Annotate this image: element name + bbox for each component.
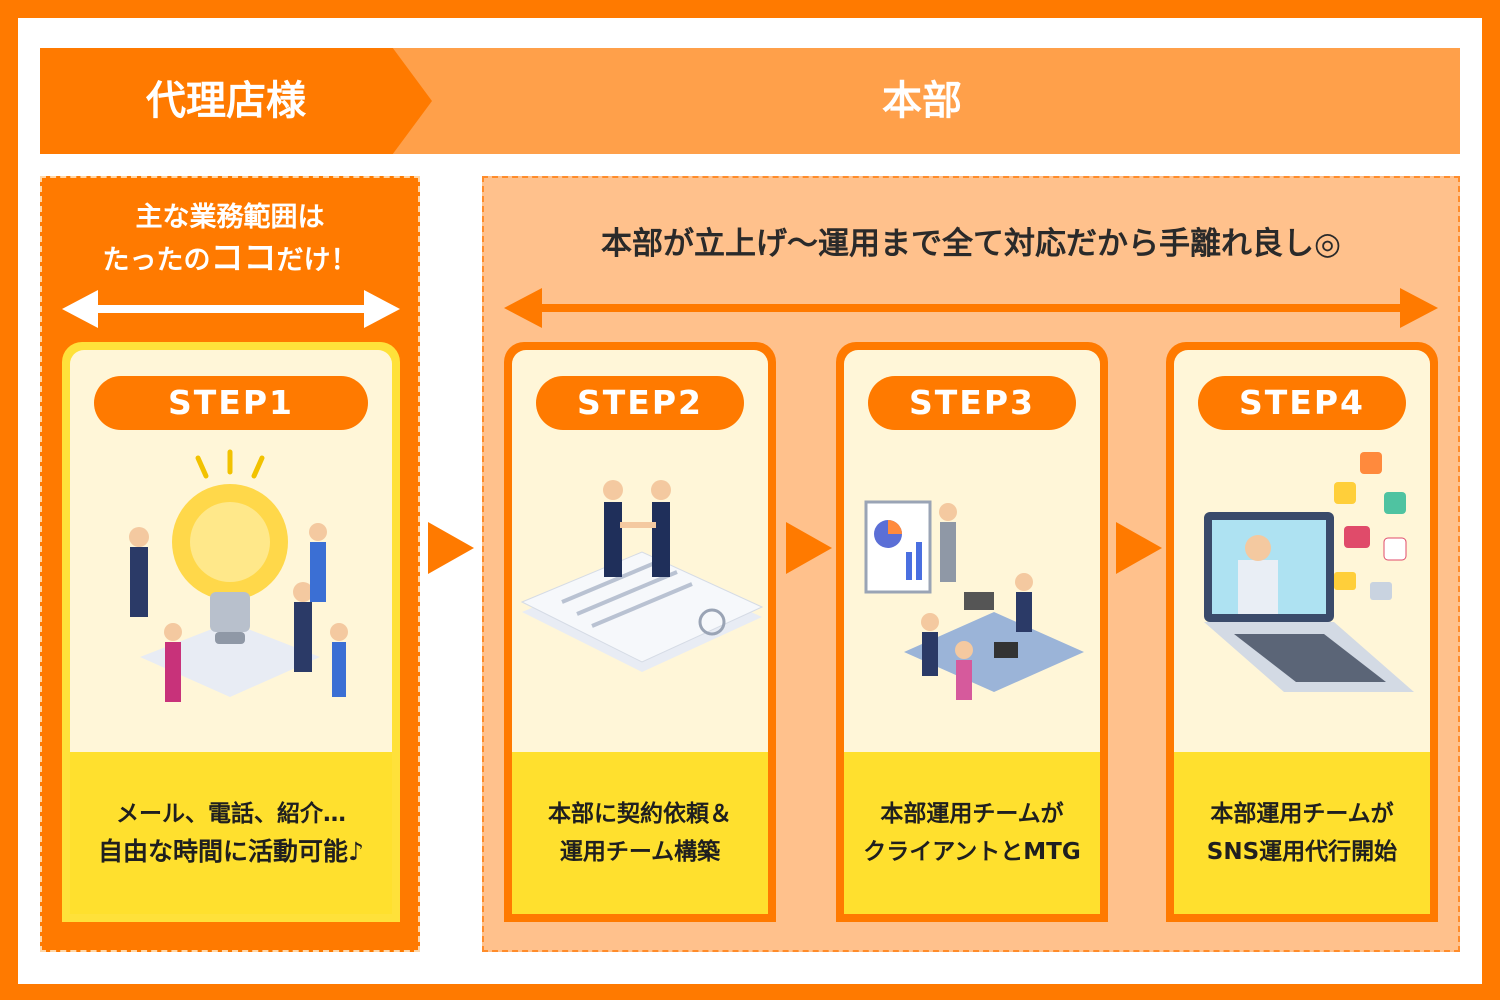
step4-card-body: STEP4 本部運用チームが SNS運用代行開始 bbox=[1174, 350, 1430, 914]
handshake-contract-icon bbox=[520, 480, 764, 672]
double-arrow-icon bbox=[62, 290, 400, 328]
step2-description-line1: 本部に契約依頼＆ bbox=[548, 801, 732, 827]
step2-badge: STEP2 bbox=[536, 376, 744, 430]
step1-description-line1: メール、電話、紹介… bbox=[116, 801, 346, 827]
step4-card: STEP4 本部運用チームが SNS運用代行開始 bbox=[1166, 342, 1438, 922]
headquarters-title: 本部が立上げ〜運用まで全て対応だから手離れ良し◎ bbox=[600, 226, 1342, 262]
step2-card: STEP2 本部に契約依頼＆ 運用チーム構築 bbox=[504, 342, 776, 922]
step2-description: 本部に契約依頼＆ 運用チーム構築 bbox=[512, 752, 768, 914]
step1-description-line2: 自由な時間に活動可能♪ bbox=[98, 837, 364, 866]
step1-description: メール、電話、紹介… 自由な時間に活動可能♪ bbox=[70, 752, 392, 914]
header-bar-agency bbox=[40, 48, 432, 154]
step4-description-line2: SNS運用代行開始 bbox=[1206, 839, 1398, 865]
step3-badge: STEP3 bbox=[868, 376, 1076, 430]
step3-card-body: STEP3 本部運用チームが クライアントとMTG bbox=[844, 350, 1100, 914]
flow-arrow-icon bbox=[786, 522, 832, 574]
agency-scope-title-line2: たったのココだけ！ bbox=[40, 238, 420, 281]
step1-card: STEP1 メール、電話、紹介… 自由な時間に活動可能♪ bbox=[62, 342, 400, 922]
title-text: たったの bbox=[102, 245, 211, 276]
header-agency-label: 代理店様 bbox=[146, 78, 306, 124]
step4-badge: STEP4 bbox=[1198, 376, 1406, 430]
step1-card-body: STEP1 メール、電話、紹介… 自由な時間に活動可能♪ bbox=[70, 350, 392, 914]
agency-scope-title-line1: 主な業務範囲は bbox=[135, 202, 325, 233]
step3-description-line1: 本部運用チームが bbox=[880, 801, 1064, 827]
step3-description-line2: クライアントとMTG bbox=[863, 839, 1081, 865]
step2-description-line2: 運用チーム構築 bbox=[559, 839, 721, 865]
flow-arrow-icon bbox=[428, 522, 474, 574]
title-emphasis: ココ bbox=[210, 238, 277, 277]
meeting-presentation-icon bbox=[864, 500, 1084, 700]
step2-card-body: STEP2 本部に契約依頼＆ 運用チーム構築 bbox=[512, 350, 768, 914]
title-text: だけ！ bbox=[276, 245, 358, 276]
step4-description: 本部運用チームが SNS運用代行開始 bbox=[1174, 752, 1430, 914]
flow-arrow-icon bbox=[1116, 522, 1162, 574]
step3-description: 本部運用チームが クライアントとMTG bbox=[844, 752, 1100, 914]
step3-card: STEP3 本部運用チームが クライアントとMTG bbox=[836, 342, 1108, 922]
step4-description-line1: 本部運用チームが bbox=[1210, 801, 1394, 827]
header-headquarters-label: 本部 bbox=[882, 78, 962, 124]
laptop-sns-icon bbox=[1204, 452, 1414, 692]
double-arrow-icon bbox=[504, 288, 1438, 328]
lightbulb-team-icon bbox=[129, 449, 348, 702]
agency-scope-title: 主な業務範囲は たったのココだけ！ bbox=[40, 198, 420, 281]
step1-badge: STEP1 bbox=[94, 376, 368, 430]
